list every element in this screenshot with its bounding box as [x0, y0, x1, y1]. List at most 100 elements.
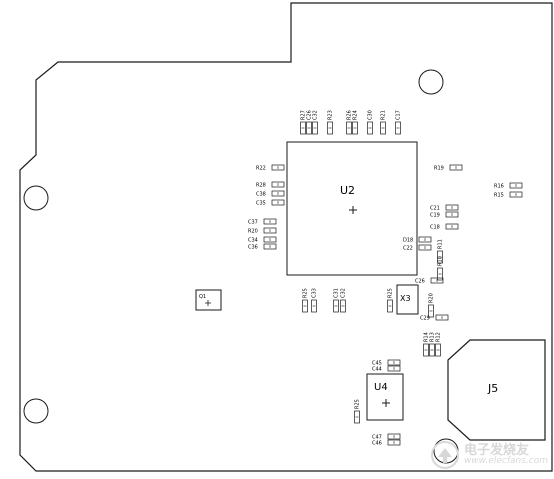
x3-label: X3: [400, 294, 411, 303]
watermark-url-text: www.elecfans.com: [463, 456, 548, 466]
passive-r28: R28: [256, 181, 285, 189]
passive-label: C32: [313, 110, 319, 120]
passive-c18: C18: [430, 223, 459, 231]
passive-label: C38: [256, 192, 266, 198]
passive-c32: C32: [312, 110, 319, 135]
passive-label: C35: [256, 201, 266, 207]
x3-crystal: X3: [396, 284, 419, 315]
j5-label: J5: [487, 382, 498, 395]
q1-label: Q1: [199, 294, 206, 300]
passive-label: R15: [494, 193, 504, 199]
passive-label: C45: [372, 361, 382, 367]
passive-label: C32: [341, 288, 347, 298]
j5-connector: J5: [447, 339, 546, 441]
passive-c26: C26: [306, 110, 313, 135]
mounting-hole-left-lower: [23, 398, 49, 424]
passive-label: R27: [301, 110, 307, 120]
passive-r15: R15: [494, 191, 523, 199]
u2-label: U2: [340, 184, 355, 197]
q1-part: Q1: [195, 289, 222, 311]
passive-c36: C36: [248, 243, 277, 251]
passive-label: R14: [424, 332, 430, 342]
passive-label: R19: [434, 166, 444, 172]
passive-c47: C47: [372, 433, 401, 441]
passive-label: R13: [430, 332, 436, 342]
passive-r23: R23: [327, 110, 334, 135]
passive-r25: R25: [354, 399, 361, 424]
passive-c21: C21: [430, 204, 459, 212]
passive-r11: R11: [437, 239, 444, 264]
passive-label: R23: [328, 110, 334, 120]
mounting-hole-top-right: [418, 69, 444, 95]
passive-c29: C29: [420, 314, 449, 322]
passive-c22: C22: [403, 244, 432, 252]
passive-label: R26: [347, 110, 353, 120]
passive-label: C37: [248, 220, 258, 226]
passive-label: R20: [429, 293, 435, 303]
watermark-cn-text: 电子发烧友: [463, 443, 529, 458]
passive-label: R10: [438, 256, 444, 266]
passive-label: R12: [436, 332, 442, 342]
passive-label: C30: [368, 110, 374, 120]
passive-c37: C37: [248, 218, 277, 226]
passive-label: C21: [430, 206, 440, 212]
passive-label: C34: [248, 238, 258, 244]
passive-label: D18: [403, 238, 413, 244]
passive-d18: D18: [403, 236, 432, 244]
passive-c35: C35: [256, 199, 285, 207]
u2-ic: U2: [286, 141, 418, 276]
passive-r12: R12: [435, 332, 442, 357]
passive-label: C26: [307, 110, 313, 120]
passive-label: R20: [248, 229, 258, 235]
passive-label: C17: [396, 110, 402, 120]
passive-c44: C44: [372, 365, 401, 373]
mounting-hole-left-upper: [23, 185, 49, 211]
passive-c45: C45: [372, 359, 401, 367]
passive-c38: C38: [256, 190, 285, 198]
passive-label: C19: [430, 213, 440, 219]
passive-label: R22: [256, 166, 266, 172]
passive-r25: R25: [387, 288, 394, 313]
passive-r20: R20: [428, 293, 435, 318]
passive-r14: R14: [423, 332, 430, 357]
passive-c32: C32: [340, 288, 347, 313]
passive-c46: C46: [372, 439, 401, 447]
passive-r20: R20: [248, 227, 277, 235]
passive-r24: R24: [352, 110, 359, 135]
passive-label: R21: [381, 110, 387, 120]
passive-r13: R13: [429, 332, 436, 357]
passive-label: C22: [403, 246, 413, 252]
passive-r16: R16: [494, 182, 523, 190]
passive-r21: R21: [380, 110, 387, 135]
passive-c34: C34: [248, 236, 277, 244]
u4-label: U4: [374, 382, 388, 393]
passive-c19: C19: [430, 211, 459, 219]
passive-label: C47: [372, 435, 382, 441]
passive-r10: R10: [437, 256, 444, 281]
passive-c26: C26: [415, 277, 444, 285]
passive-c17: C17: [395, 110, 402, 135]
passive-c31: C31: [333, 288, 340, 313]
passive-label: C31: [334, 288, 340, 298]
passive-label: C36: [248, 245, 258, 251]
passive-label: R25: [355, 399, 361, 409]
passive-r26: R26: [346, 110, 353, 135]
passive-label: C29: [420, 316, 430, 322]
passive-label: C33: [312, 288, 318, 298]
passive-r22: R22: [256, 164, 285, 172]
passive-label: R28: [256, 183, 266, 189]
passive-label: R25: [303, 288, 309, 298]
board-outline: [19, 2, 553, 472]
passive-label: R11: [438, 239, 444, 249]
passive-label: C46: [372, 441, 382, 447]
passive-r25: R25: [302, 288, 309, 313]
passive-r19: R19: [434, 164, 463, 172]
passive-label: R16: [494, 184, 504, 190]
passive-label: R24: [353, 110, 359, 120]
passive-label: C44: [372, 367, 382, 373]
watermark: 电子发烧友 www.elecfans.com: [430, 439, 548, 471]
passive-label: C18: [430, 225, 440, 231]
passive-r27: R27: [300, 110, 307, 135]
